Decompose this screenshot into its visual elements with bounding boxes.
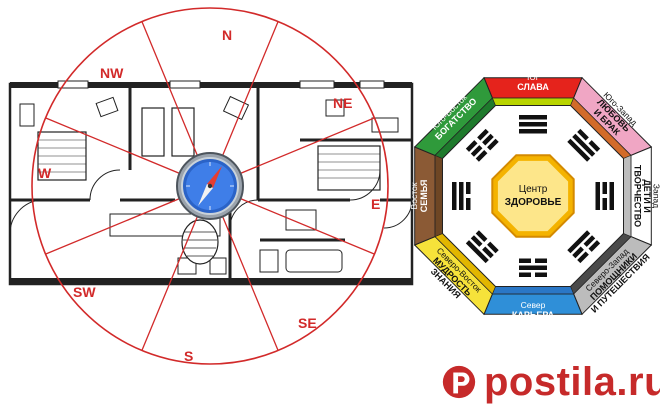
direction-e: E bbox=[371, 196, 380, 212]
bed bbox=[317, 145, 381, 191]
bagua-label-text: Запад bbox=[652, 184, 660, 208]
compass-icon bbox=[176, 152, 244, 220]
bathtub bbox=[285, 249, 343, 273]
bagua-label-text: ТВОРЧЕСТВО bbox=[633, 165, 643, 227]
bagua-label-text: ДЕТИ И bbox=[642, 179, 652, 212]
door-swing bbox=[89, 169, 121, 201]
top-wall bbox=[10, 82, 412, 88]
bagua-band-east bbox=[434, 154, 443, 238]
bagua-label-text: СЛАВА bbox=[517, 82, 549, 92]
direction-w: W bbox=[38, 165, 52, 181]
chair bbox=[222, 95, 250, 121]
bagua-label-text: КАРЬЕРА bbox=[512, 310, 555, 320]
chair bbox=[95, 96, 119, 118]
bed bbox=[171, 107, 195, 157]
window bbox=[359, 80, 385, 89]
trigram bbox=[452, 182, 471, 210]
trigram bbox=[465, 128, 499, 162]
window bbox=[169, 80, 201, 89]
window bbox=[57, 80, 89, 89]
door-swing bbox=[9, 199, 41, 235]
center-label: Центр bbox=[519, 184, 548, 195]
trigram bbox=[595, 182, 614, 210]
watermark-text: postila.ru bbox=[484, 360, 660, 404]
direction-n: N bbox=[222, 27, 232, 43]
bagua-label-text: СЕМЬЯ bbox=[419, 180, 429, 213]
direction-se: SE bbox=[298, 315, 317, 331]
bed bbox=[141, 107, 165, 157]
sink bbox=[209, 257, 227, 275]
direction-s: S bbox=[184, 348, 193, 364]
bottom-wall bbox=[10, 278, 412, 283]
bagua-center bbox=[497, 160, 569, 232]
chair bbox=[325, 99, 345, 117]
bagua-label-text: Восток bbox=[409, 182, 419, 209]
watermark: postila.ru bbox=[440, 360, 660, 404]
trigram bbox=[519, 258, 547, 277]
trigram bbox=[567, 230, 601, 264]
door-swing bbox=[349, 169, 381, 201]
floor-plan: N NW NE W E SW S SE bbox=[8, 7, 414, 365]
bagua-band-north bbox=[491, 286, 575, 295]
center-title: ЗДОРОВЬЕ bbox=[505, 197, 562, 208]
bagua-label-text: Юг bbox=[527, 72, 539, 82]
trigram bbox=[465, 230, 499, 264]
bagua-label-text: Север bbox=[521, 300, 546, 310]
direction-sw: SW bbox=[73, 284, 96, 300]
bagua-band-south bbox=[491, 97, 575, 106]
cabinet bbox=[19, 103, 35, 127]
postila-logo-icon bbox=[442, 365, 476, 399]
direction-nw: NW bbox=[100, 65, 124, 81]
direction-ne: NE bbox=[333, 95, 352, 111]
toilet bbox=[259, 249, 279, 273]
trigram bbox=[567, 128, 601, 162]
window bbox=[299, 80, 335, 89]
door-swing bbox=[229, 199, 259, 229]
door-swing bbox=[383, 199, 413, 229]
bagua-band-west bbox=[623, 154, 632, 238]
compass-circle bbox=[31, 7, 389, 365]
washbasin bbox=[285, 209, 317, 231]
trigram bbox=[519, 115, 547, 134]
